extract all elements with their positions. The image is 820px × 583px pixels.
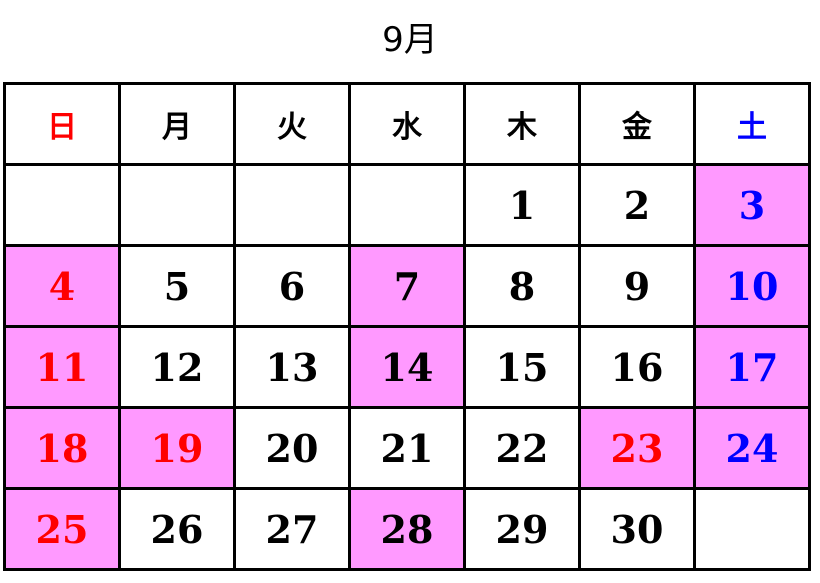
day-cell: 28 <box>348 487 466 571</box>
day-cell <box>233 163 351 247</box>
calendar-title: 9月 <box>382 20 438 60</box>
day-cell: 27 <box>233 487 351 571</box>
day-cell: 21 <box>348 406 466 490</box>
weekday-mon: 月 <box>118 82 236 166</box>
day-cell: 18 <box>3 406 121 490</box>
day-cell <box>693 487 811 571</box>
day-cell: 17 <box>693 325 811 409</box>
day-cell: 30 <box>578 487 696 571</box>
day-cell <box>348 163 466 247</box>
day-cell: 19 <box>118 406 236 490</box>
day-cell: 11 <box>3 325 121 409</box>
day-cell: 1 <box>463 163 581 247</box>
weekday-sat: 土 <box>693 82 811 166</box>
day-cell: 22 <box>463 406 581 490</box>
weekday-sun: 日 <box>3 82 121 166</box>
day-cell <box>118 163 236 247</box>
weekday-wed: 水 <box>348 82 466 166</box>
weekday-fri: 金 <box>578 82 696 166</box>
calendar-grid: 日 月 火 水 木 金 土 1 2 3 4 5 6 7 8 9 10 <box>3 82 811 571</box>
weekday-thu: 木 <box>463 82 581 166</box>
day-cell: 15 <box>463 325 581 409</box>
day-cell: 20 <box>233 406 351 490</box>
weekday-header-row: 日 月 火 水 木 金 土 <box>3 82 811 166</box>
day-cell: 13 <box>233 325 351 409</box>
day-cell: 8 <box>463 244 581 328</box>
day-cell: 5 <box>118 244 236 328</box>
day-cell: 24 <box>693 406 811 490</box>
day-cell: 4 <box>3 244 121 328</box>
week-row: 25 26 27 28 29 30 <box>3 487 811 571</box>
day-cell <box>3 163 121 247</box>
week-row: 1 2 3 <box>3 163 811 247</box>
day-cell: 14 <box>348 325 466 409</box>
day-cell: 2 <box>578 163 696 247</box>
week-row: 4 5 6 7 8 9 10 <box>3 244 811 328</box>
weekday-tue: 火 <box>233 82 351 166</box>
day-cell: 25 <box>3 487 121 571</box>
day-cell: 9 <box>578 244 696 328</box>
day-cell: 6 <box>233 244 351 328</box>
week-row: 18 19 20 21 22 23 24 <box>3 406 811 490</box>
day-cell: 12 <box>118 325 236 409</box>
day-cell: 29 <box>463 487 581 571</box>
week-row: 11 12 13 14 15 16 17 <box>3 325 811 409</box>
day-cell: 3 <box>693 163 811 247</box>
day-cell: 23 <box>578 406 696 490</box>
day-cell: 10 <box>693 244 811 328</box>
day-cell: 26 <box>118 487 236 571</box>
day-cell: 16 <box>578 325 696 409</box>
day-cell: 7 <box>348 244 466 328</box>
